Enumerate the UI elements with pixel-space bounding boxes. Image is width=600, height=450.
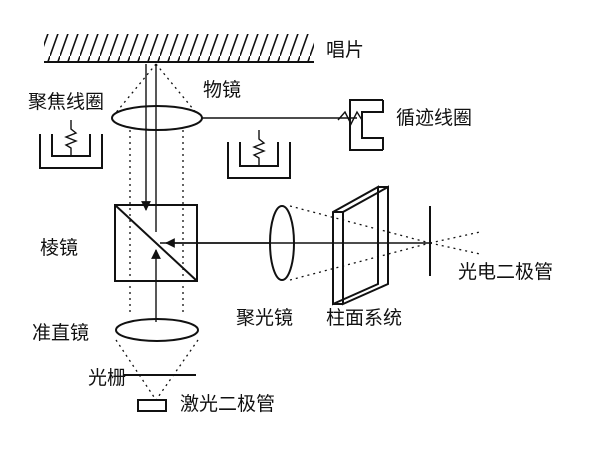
condenser-lens-label: 聚光镜 [236,307,293,329]
laser-diode-label: 激光二极管 [180,393,275,415]
tracking-coil-label: 循迹线圈 [396,107,472,129]
collimator-lens [115,318,199,342]
objective-lens [111,105,203,131]
focus-coil-center [227,130,291,179]
record-label: 唱片 [326,39,364,61]
grating-label: 光栅 [88,367,126,389]
collimator-lens-label: 准直镜 [32,322,89,344]
beam-envelope [115,130,199,401]
condenser-lens [269,205,295,281]
objective-lens-label: 物镜 [203,79,241,101]
focus-coil-left [39,120,103,169]
prism-label: 棱镜 [40,237,78,259]
tracking-coil [337,99,384,151]
focus-coil-label: 聚焦线圈 [28,91,104,113]
record-disc [44,34,314,63]
beam-cone-top [113,63,199,116]
cylindrical-system [332,185,389,306]
cylindrical-system-label: 柱面系统 [326,307,402,329]
converging-rays [289,205,481,281]
photodiode-label: 光电二极管 [458,261,553,283]
laser-diode [137,399,167,412]
